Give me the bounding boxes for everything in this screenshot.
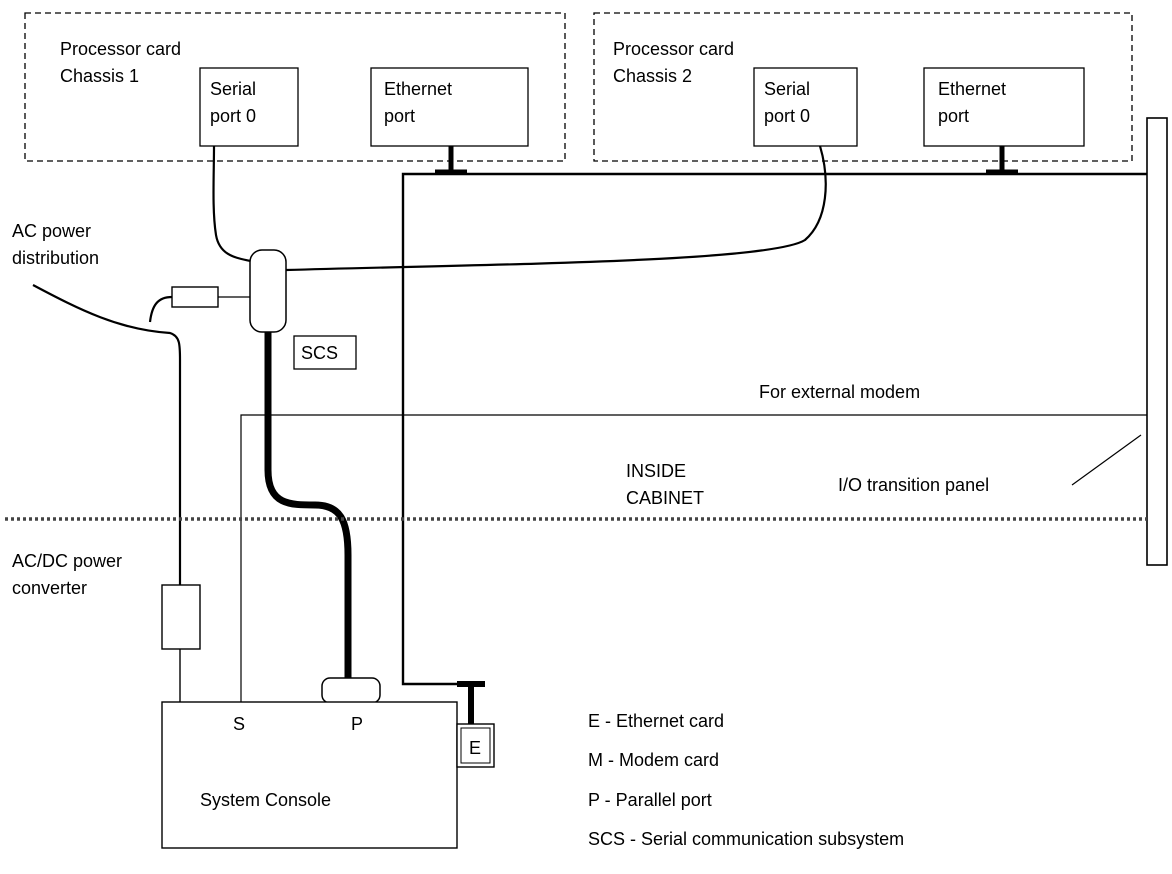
parallel-connector <box>321 677 381 704</box>
ac-power-cable <box>32 284 182 585</box>
chassis1-serial-cable <box>212 145 255 264</box>
chassis2-title: Processor card <box>613 39 734 59</box>
legend-item: SCS - Serial communication subsystem <box>588 829 904 849</box>
ethernet-backbone-cable <box>401 172 1147 686</box>
console-port-s: S <box>233 714 245 734</box>
chassis1-subtitle: Chassis 1 <box>60 66 139 86</box>
inside-cabinet-label-1: INSIDE <box>626 461 686 481</box>
io-panel-leader <box>1071 434 1142 486</box>
chassis2-serial-cable <box>285 145 827 272</box>
external-modem-label: For external modem <box>759 382 920 402</box>
parallel-cable <box>264 332 352 684</box>
scs-label: SCS <box>301 343 338 363</box>
io-transition-panel <box>1146 117 1168 566</box>
system-console-label: System Console <box>200 790 331 810</box>
console-port-p: P <box>351 714 363 734</box>
chassis2-outline <box>593 12 1133 162</box>
chassis2-serial-label-1: Serial <box>764 79 810 99</box>
chassis1-ethernet-label-2: port <box>384 106 415 126</box>
chassis2-ethernet-t-connector <box>986 146 1018 175</box>
acdc-label-2: converter <box>12 578 87 598</box>
chassis1-serial-port-box <box>199 67 299 147</box>
chassis2-ethernet-port-box <box>923 67 1085 147</box>
inside-cabinet-label-2: CABINET <box>626 488 704 508</box>
chassis1-ethernet-label-1: Ethernet <box>384 79 452 99</box>
ac-power-plug-cable <box>148 295 173 323</box>
chassis1-serial-label-1: Serial <box>210 79 256 99</box>
console-ethernet-t-connector <box>457 681 485 724</box>
acdc-label-1: AC/DC power <box>12 551 122 571</box>
scs-label-box <box>293 335 357 370</box>
chassis2-ethernet-label-2: port <box>938 106 969 126</box>
legend-item: P - Parallel port <box>588 790 712 810</box>
legend-item: M - Modem card <box>588 750 719 770</box>
acdc-converter <box>161 584 201 650</box>
ac-power-label-1: AC power <box>12 221 91 241</box>
legend-item: E - Ethernet card <box>588 711 724 731</box>
ac-power-plug <box>171 286 219 308</box>
chassis1-serial-label-2: port 0 <box>210 106 256 126</box>
ethernet-card-label: E <box>469 738 481 758</box>
chassis1-outline <box>24 12 566 162</box>
ethernet-card-box <box>456 723 495 768</box>
io-panel-label: I/O transition panel <box>838 475 989 495</box>
chassis2-ethernet-label-1: Ethernet <box>938 79 1006 99</box>
chassis2-serial-port-box <box>753 67 858 147</box>
scs-connector <box>249 249 287 333</box>
ethernet-card-inner <box>460 727 491 764</box>
chassis1-ethernet-port-box <box>370 67 529 147</box>
chassis1-title: Processor card <box>60 39 181 59</box>
ac-power-label-2: distribution <box>12 248 99 268</box>
external-modem-line <box>240 414 1147 702</box>
chassis2-serial-label-2: port 0 <box>764 106 810 126</box>
system-console <box>161 701 458 849</box>
chassis2-subtitle: Chassis 2 <box>613 66 692 86</box>
chassis1-ethernet-t-connector <box>435 146 467 175</box>
